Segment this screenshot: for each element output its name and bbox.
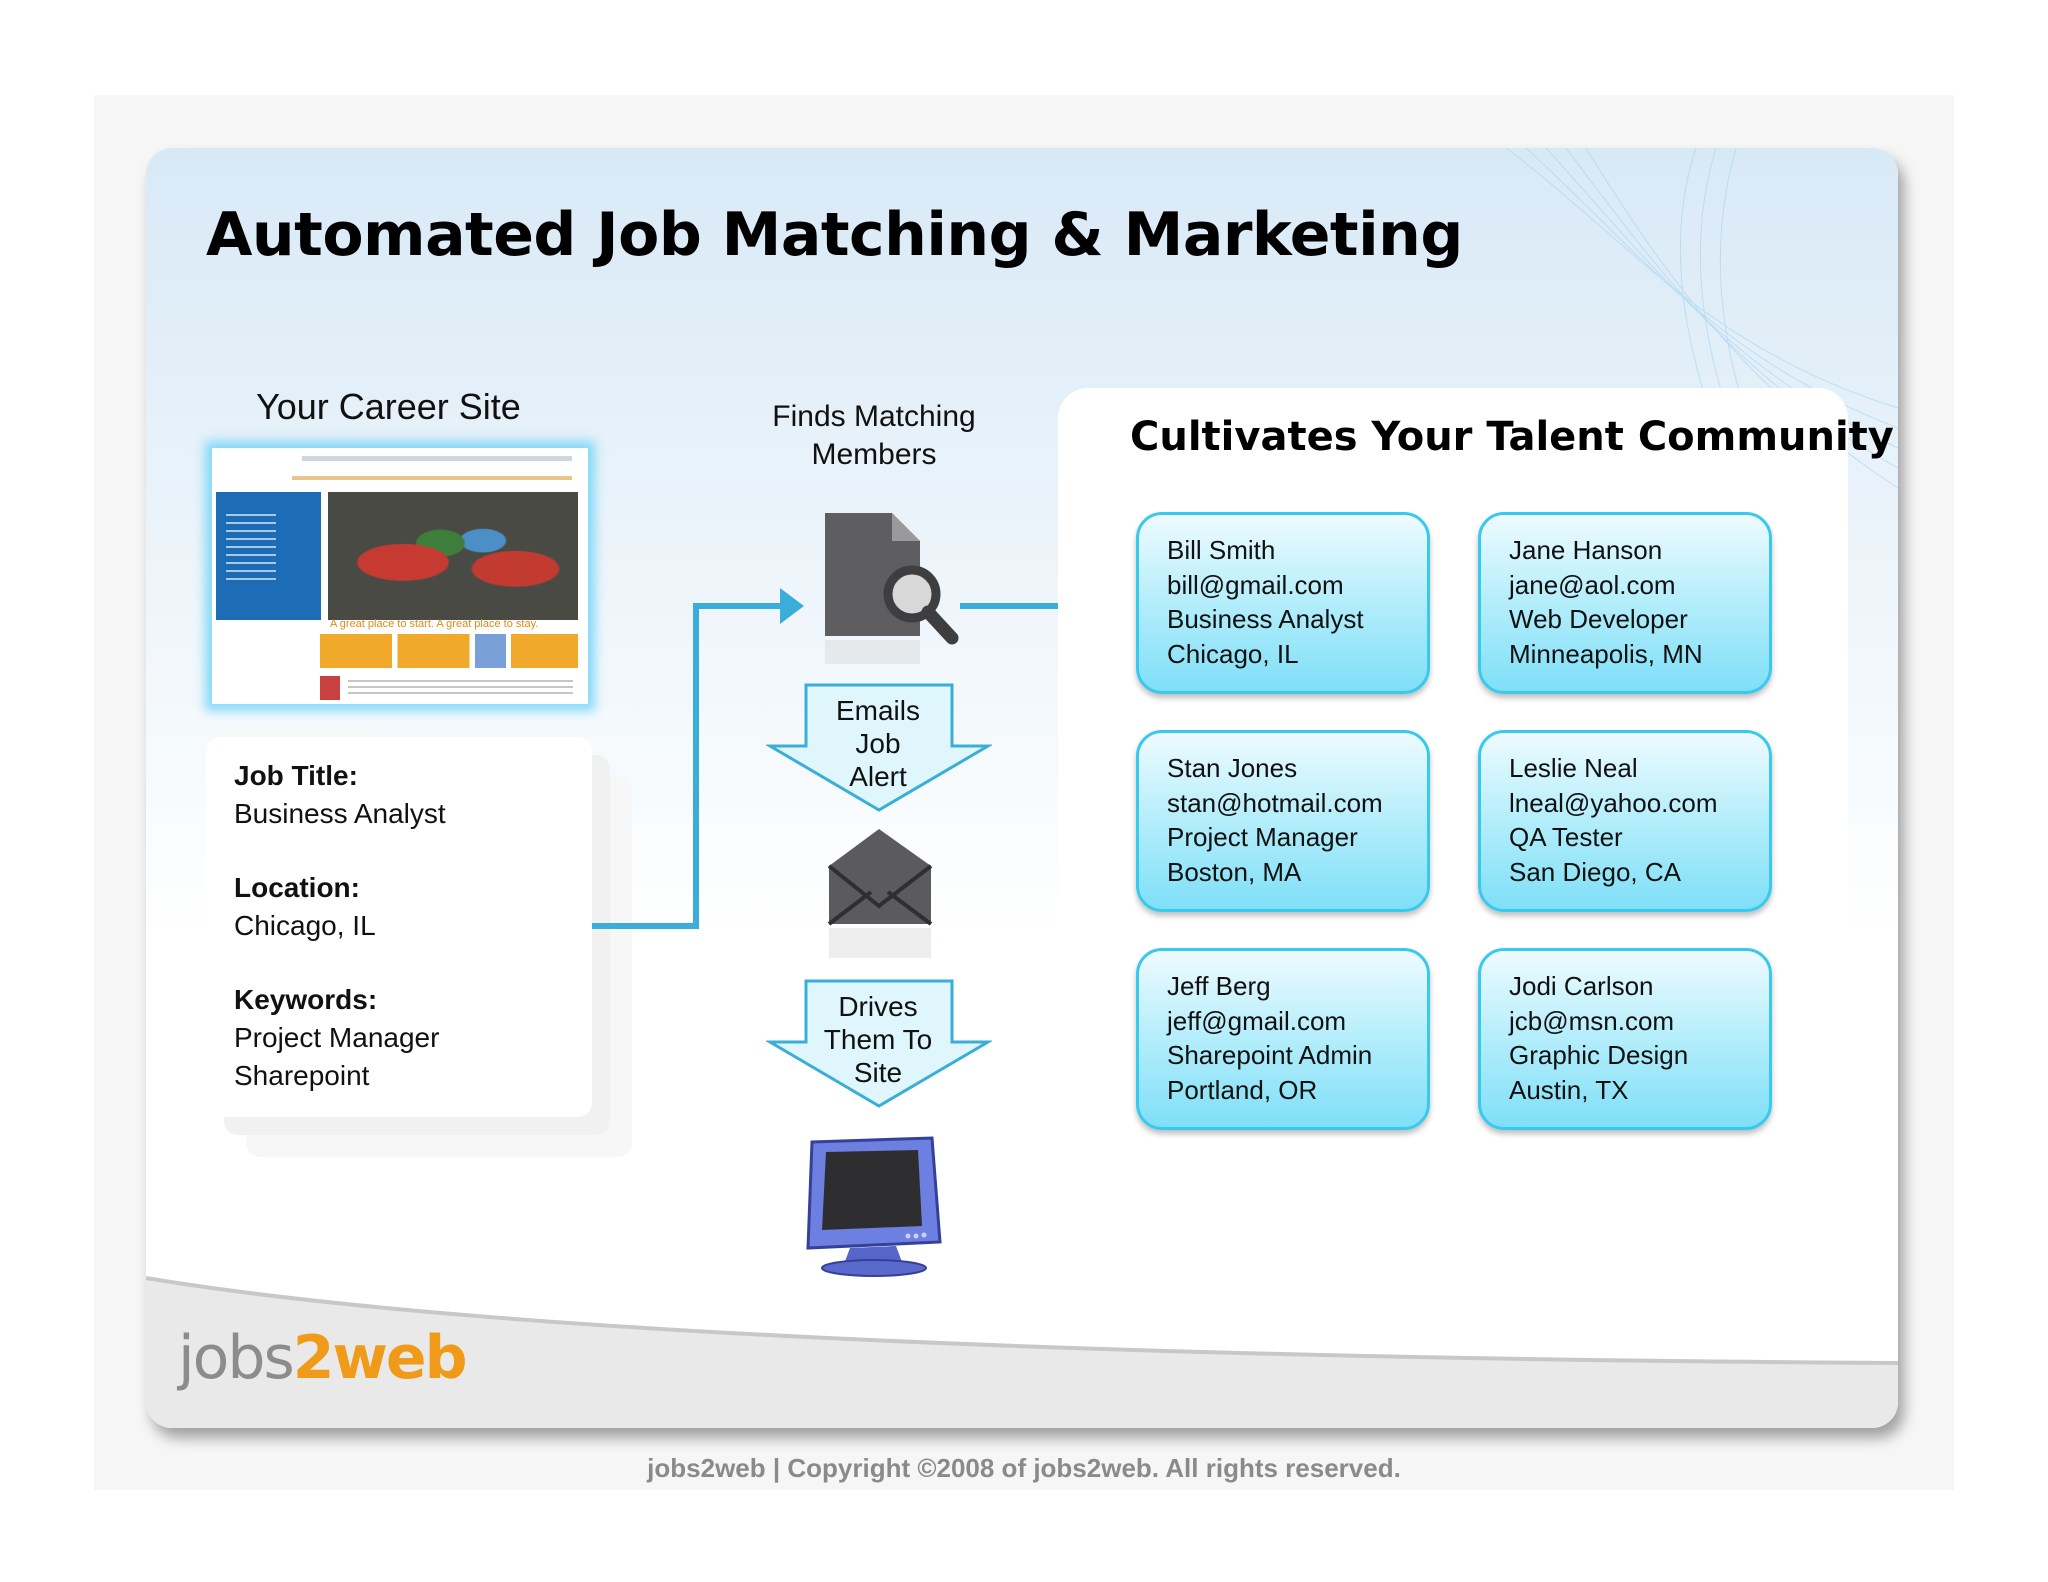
member-role: Graphic Design: [1509, 1040, 1689, 1070]
screenshot-tagline: A great place to start. A great place to…: [330, 618, 539, 630]
member-name: Bill Smith: [1167, 535, 1276, 565]
monitor-icon: [806, 1136, 942, 1277]
screenshot-sidebar: [216, 492, 321, 620]
job-posting-card: Job Title: Business Analyst Location: Ch…: [206, 737, 592, 1117]
member-card: Jodi Carlson jcb@msn.com Graphic Design …: [1478, 948, 1772, 1130]
member-card: Stan Jones stan@hotmail.com Project Mana…: [1136, 730, 1430, 912]
envelope-icon: [827, 829, 933, 958]
member-email: lneal@yahoo.com: [1509, 787, 1718, 818]
member-location: San Diego, CA: [1509, 856, 1681, 887]
member-card: Jeff Berg jeff@gmail.com Sharepoint Admi…: [1136, 948, 1430, 1130]
connector-job-to-search: [592, 603, 786, 929]
member-location: Austin, TX: [1509, 1074, 1629, 1105]
member-email: stan@hotmail.com: [1167, 787, 1383, 818]
job-title-label: Job Title:: [234, 760, 358, 791]
copyright-text: jobs2web | Copyright ©2008 of jobs2web. …: [647, 1453, 1401, 1483]
screenshot-text-lines: [348, 680, 573, 694]
member-role: QA Tester: [1509, 822, 1623, 852]
drives-arrow-line2: Them To: [823, 1024, 933, 1055]
career-site-heading: Your Career Site: [256, 386, 521, 427]
keyword-item: Sharepoint: [234, 1060, 370, 1091]
logo-text-2web: 2web: [292, 1323, 468, 1393]
member-role: Project Manager: [1167, 822, 1358, 852]
finds-matching-line2: Members: [811, 438, 937, 471]
member-email: jane@aol.com: [1509, 569, 1676, 600]
job-title-field: Job Title: Business Analyst: [234, 757, 446, 833]
emails-job-alert-label: Emails Job Alert: [788, 694, 968, 793]
member-email: bill@gmail.com: [1167, 569, 1344, 600]
job-title-value: Business Analyst: [234, 798, 446, 829]
drives-arrow-line1: Drives: [838, 991, 918, 1022]
member-role: Business Analyst: [1167, 604, 1364, 634]
member-location: Minneapolis, MN: [1509, 638, 1703, 669]
member-email: jeff@gmail.com: [1167, 1005, 1347, 1036]
member-location: Boston, MA: [1167, 856, 1302, 887]
screenshot-photo: [328, 492, 578, 620]
drives-arrow-line3: Site: [853, 1057, 903, 1088]
member-name: Stan Jones: [1167, 753, 1298, 783]
emails-arrow-shape: [766, 683, 992, 812]
location-label: Location:: [234, 872, 360, 903]
screenshot-book-image: [320, 676, 340, 700]
member-email: jcb@msn.com: [1509, 1005, 1675, 1036]
drives-them-to-site-label: Drives Them To Site: [788, 990, 968, 1089]
member-name: Jeff Berg: [1167, 971, 1271, 1001]
bottom-wave-band: [146, 1276, 1898, 1428]
keyword-item: Project Manager: [234, 1022, 440, 1053]
screenshot-buttons: [320, 634, 578, 668]
drives-arrow-shape: [766, 979, 992, 1108]
member-name: Jane Hanson: [1509, 535, 1663, 565]
member-name: Jodi Carlson: [1509, 971, 1654, 1001]
keywords-label: Keywords:: [234, 984, 378, 1015]
jobs2web-logo: jobs2web: [178, 1323, 468, 1393]
member-card: Leslie Neal lneal@yahoo.com QA Tester Sa…: [1478, 730, 1772, 912]
member-role: Sharepoint Admin: [1167, 1040, 1373, 1070]
location-field: Location: Chicago, IL: [234, 869, 376, 945]
finds-matching-label: Finds Matching Members: [764, 398, 984, 474]
logo-text-jobs: jobs: [178, 1323, 295, 1393]
emails-arrow-line1: Emails: [835, 695, 920, 726]
document-search-icon: [825, 513, 959, 664]
career-site-screenshot: A great place to start. A great place to…: [212, 448, 588, 704]
member-name: Leslie Neal: [1509, 753, 1638, 783]
member-card: Bill Smith bill@gmail.com Business Analy…: [1136, 512, 1430, 694]
member-role: Web Developer: [1509, 604, 1688, 634]
member-card: Jane Hanson jane@aol.com Web Developer M…: [1478, 512, 1772, 694]
talent-community-title: Cultivates Your Talent Community: [1130, 414, 1894, 460]
finds-matching-line1: Finds Matching: [772, 400, 976, 433]
connector-arrowhead-search: [780, 588, 804, 624]
member-location: Chicago, IL: [1167, 638, 1299, 669]
member-location: Portland, OR: [1167, 1074, 1318, 1105]
screenshot-nav-bar: [302, 456, 572, 461]
emails-arrow-line3: Alert: [849, 761, 907, 792]
emails-arrow-line2: Job: [855, 728, 901, 759]
location-value: Chicago, IL: [234, 910, 376, 941]
screenshot-tabs: [292, 476, 572, 480]
keywords-field: Keywords: Project Manager Sharepoint: [234, 981, 439, 1095]
slide-title: Automated Job Matching & Marketing: [206, 200, 1463, 270]
